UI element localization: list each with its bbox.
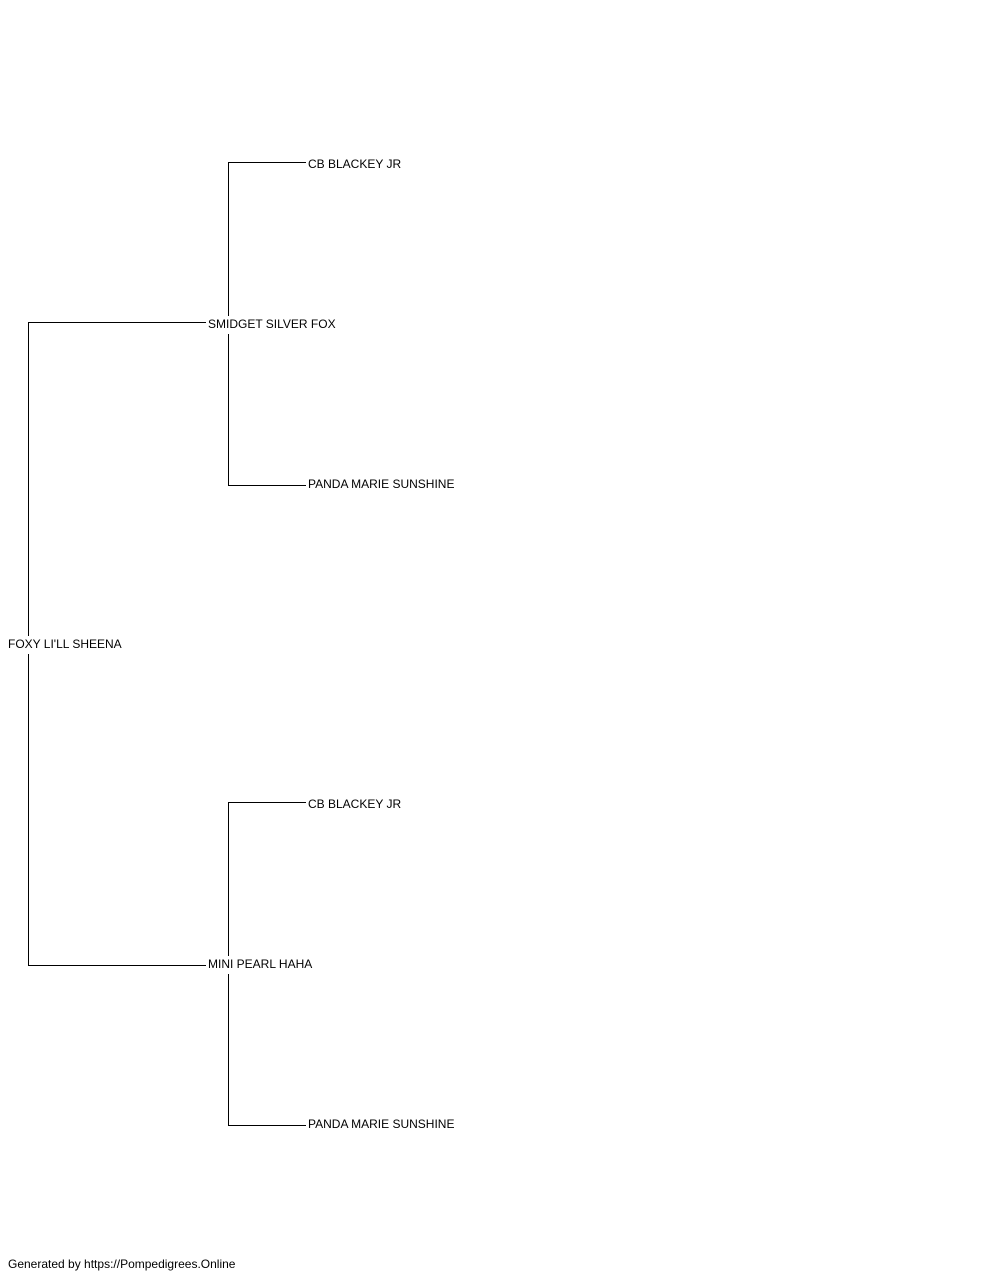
dam-name: MINI PEARL HAHA — [208, 957, 313, 971]
sire-name: SMIDGET SILVER FOX — [208, 317, 336, 331]
paternal-grandsire-name: CB BLACKEY JR — [308, 157, 402, 171]
paternal-granddam-name: PANDA MARIE SUNSHINE — [308, 477, 455, 491]
maternal-granddam-name: PANDA MARIE SUNSHINE — [308, 1117, 455, 1131]
generated-by-footer: Generated by https://Pompedigrees.Online — [8, 1257, 236, 1271]
subject-name: FOXY LI'LL SHEENA — [8, 637, 122, 651]
maternal-grandsire-name: CB BLACKEY JR — [308, 797, 402, 811]
